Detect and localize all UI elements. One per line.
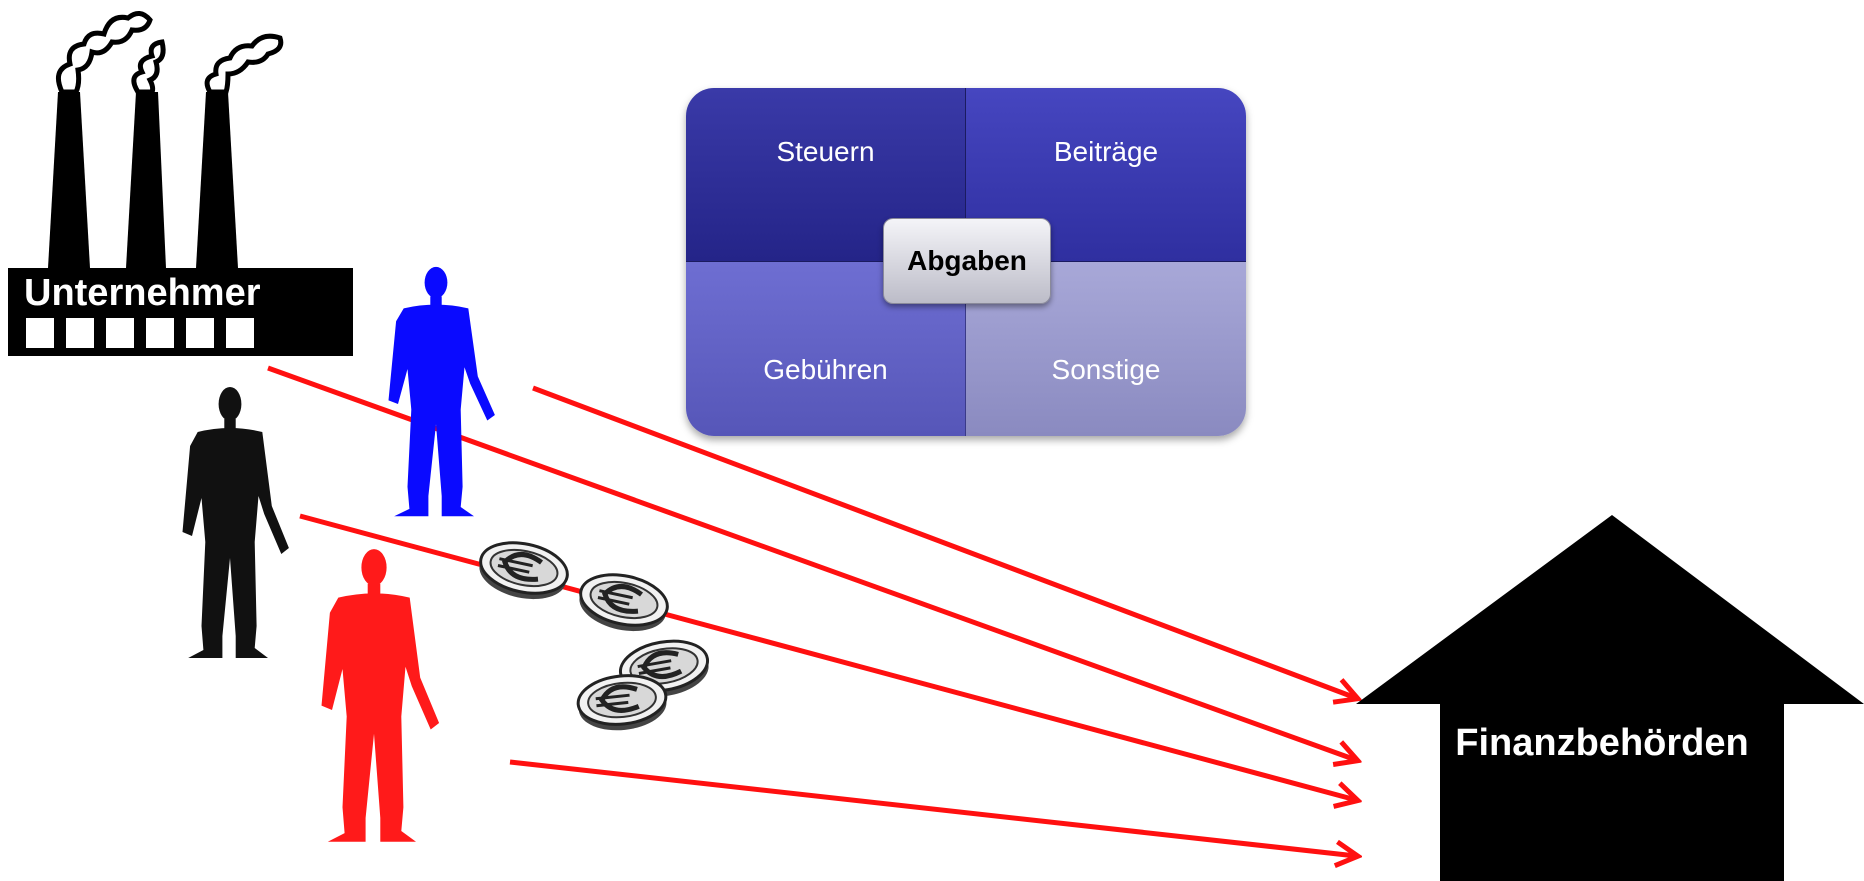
euro-coin-icon [576,672,669,735]
factory-icon [8,11,353,356]
euro-coin-icon [475,535,572,606]
cell-label: Steuern [776,136,875,167]
arrow-red-person [509,759,1356,856]
cell-label: Gebühren [763,354,888,385]
factory-label: Unternehmer [24,272,261,314]
matrix-cell-sonstige: Sonstige [966,262,1246,436]
house-arrow-icon [1356,515,1864,881]
person-red-icon [321,549,440,842]
person-black-icon [182,387,289,658]
abgaben-matrix: Steuern Beiträge Gebühren Sonstige [686,88,1246,436]
person-blue-icon [388,266,495,517]
cell-label: Beiträge [1053,136,1159,167]
arrow-blue-person [532,385,1356,698]
matrix-center-abgaben: Abgaben [883,218,1051,304]
arrow-black-person [299,513,1356,800]
cell-label: Sonstige [1051,354,1161,385]
euro-coin-icon [575,567,672,638]
authority-label: Finanzbehörden [1455,722,1749,764]
